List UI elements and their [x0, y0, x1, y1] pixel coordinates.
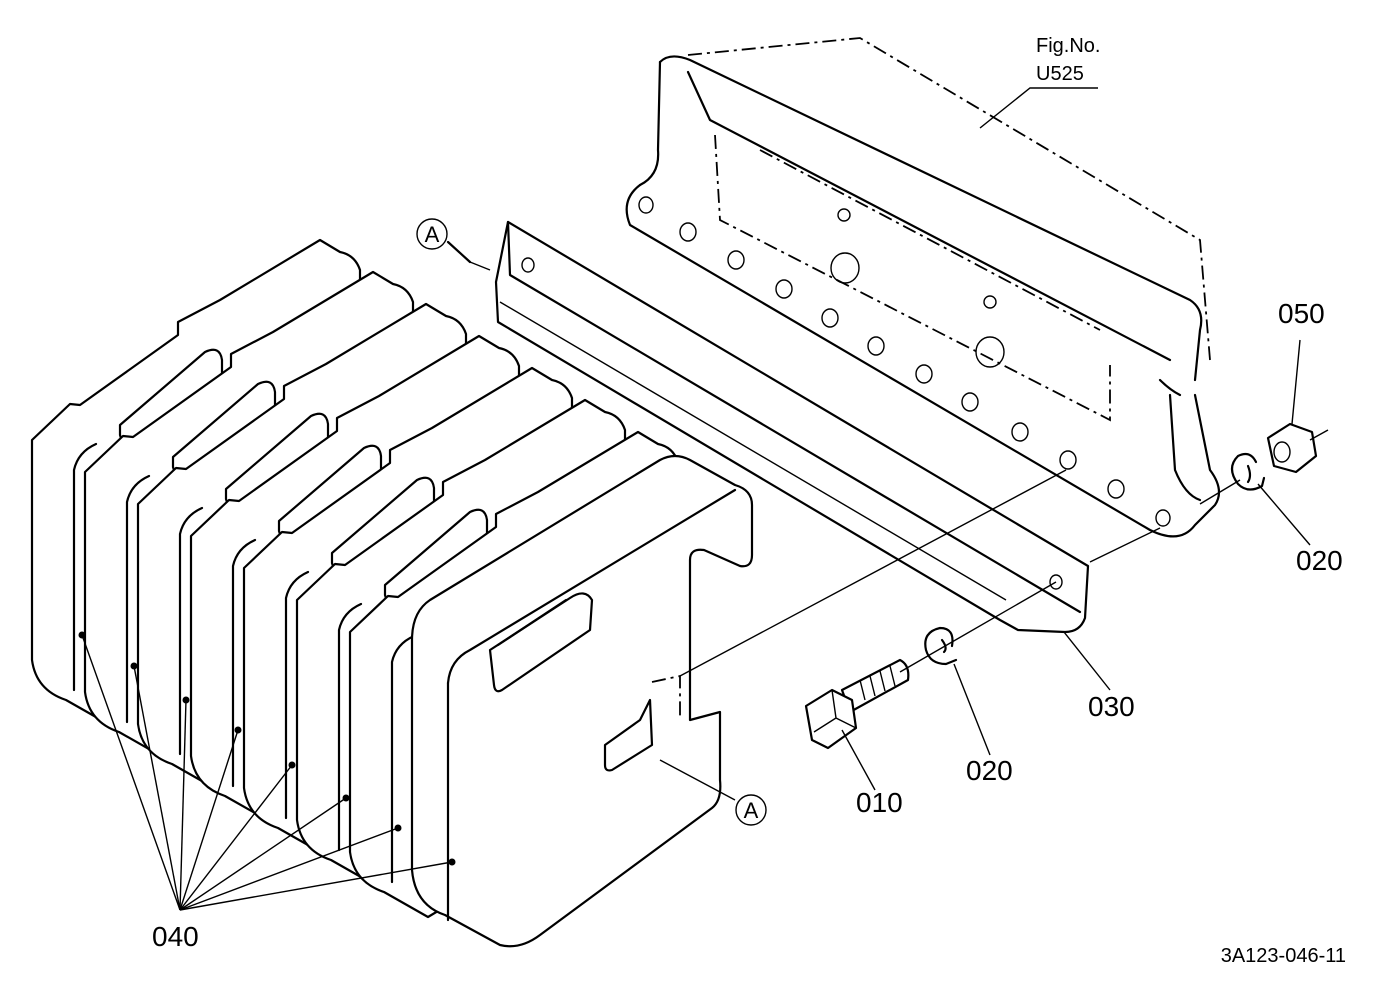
part-label-010: 010 — [856, 787, 903, 818]
weight-plate-edge — [284, 570, 310, 820]
weight-plate-edge — [178, 506, 204, 756]
tractor-frame — [625, 37, 1221, 538]
weight-plate-edge — [72, 442, 98, 692]
view-a-callout-bottom: A — [735, 794, 767, 826]
weight-plate-edge — [337, 602, 363, 852]
part-leaders — [841, 87, 1311, 791]
lock-washer-lower — [924, 626, 958, 666]
weight-bracket — [494, 220, 1090, 634]
hex-nut — [1266, 422, 1318, 474]
suitcase-weights — [30, 238, 754, 948]
weight-plate-edge — [125, 474, 151, 724]
part-label-030: 030 — [1088, 691, 1135, 722]
figure-ref-number: U525 — [1036, 63, 1084, 85]
part-label-050: 050 — [1278, 298, 1325, 329]
lock-washer-upper — [1230, 452, 1266, 491]
view-a-callout-top: A — [416, 218, 472, 264]
bolt — [804, 658, 910, 750]
assembly-lines — [469, 261, 1329, 801]
weight-plate-edge — [231, 538, 257, 788]
view-a-label: A — [744, 798, 759, 823]
leader-dots-040 — [78, 631, 456, 866]
part-label-020-lower: 020 — [966, 755, 1013, 786]
figure-ref-label: Fig.No. — [1036, 35, 1100, 57]
part-label-020-upper: 020 — [1296, 545, 1343, 576]
part-label-040: 040 — [152, 921, 199, 952]
leaders-040 — [81, 634, 453, 911]
drawing-code: 3A123-046-11 — [1221, 945, 1346, 967]
view-a-label: A — [425, 222, 440, 247]
